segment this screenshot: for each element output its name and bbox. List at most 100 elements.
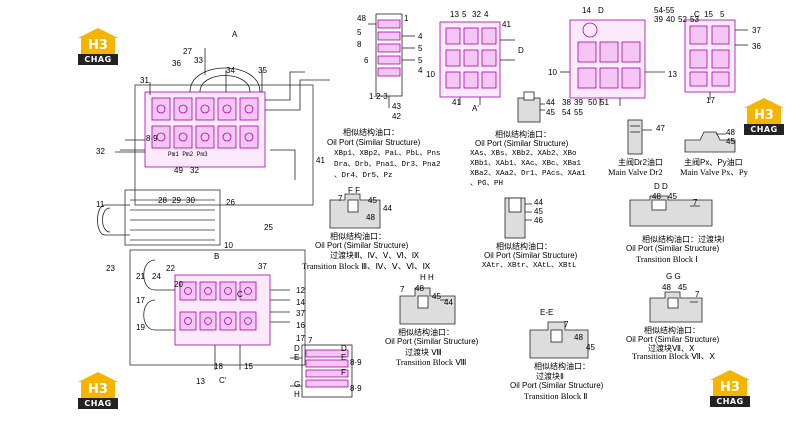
callout: 10 (224, 241, 233, 250)
logo-mark: H3 (713, 380, 747, 396)
section-title-ee: E-E (540, 308, 554, 317)
callout: 7 (338, 194, 343, 203)
main-valve-px-py-cn: 主阀Px、Py油口 (684, 158, 743, 167)
callout: 4 (418, 32, 423, 41)
similar-structure-label-cn: 相似结构油口：过渡块Ⅰ (642, 235, 725, 244)
callout: 48 (415, 284, 424, 293)
callout: 37 (296, 309, 305, 318)
similar-structure-label-en: Oil Port (Similar Structure) (626, 244, 720, 253)
callout: 26 (226, 198, 235, 207)
brand-logo-bottom-right: H3 CHAG (710, 370, 750, 408)
callout: 13 (196, 377, 205, 386)
transition-block-en: Transition Block Ⅷ (396, 357, 467, 367)
view-label-c: C (237, 290, 243, 299)
section-label-f: F (341, 368, 346, 377)
callout: 48 (366, 213, 375, 222)
similar-structure-label-cn: 相似结构油口： (343, 128, 399, 137)
callout: 49 (174, 166, 183, 175)
callout: 30 (186, 196, 195, 205)
callout: 8·9 (146, 134, 158, 143)
section-label-e: E (294, 353, 300, 362)
section-gg-sketch (649, 291, 703, 323)
section-label-g: G (294, 380, 301, 389)
transition-block-en: Transition Block Ⅱ (524, 391, 588, 401)
callout: 24 (152, 272, 161, 281)
callout: 5 (462, 10, 467, 19)
transition-block-list-cn: 过渡块Ⅲ、Ⅳ、Ⅴ、Ⅵ、Ⅸ (330, 251, 420, 260)
similar-structure-label-cn: 相似结构油口： (398, 328, 454, 337)
similar-structure-label-en: Oil Port (Similar Structure) (484, 251, 578, 260)
callout: 22 (166, 264, 175, 273)
view-label-c-prime: C' (219, 376, 227, 385)
logo-text: CHAG (710, 396, 750, 407)
callout: 28 (158, 196, 167, 205)
callout: 5 (720, 10, 725, 19)
callout: 45 (586, 343, 595, 352)
callout: 39 (654, 15, 663, 24)
callout: 44 (546, 98, 555, 107)
section-44-45-sketch (517, 91, 545, 123)
callout: 11 (96, 200, 105, 209)
callout: 1·2·3 (369, 92, 388, 101)
callout: 15 (244, 362, 253, 371)
transition-block-en: Transition Block Ⅰ (636, 254, 698, 264)
brand-logo-bottom-left: H3 CHAG (78, 372, 118, 410)
logo-text: CHAG (744, 124, 784, 135)
callout: 5 (418, 44, 423, 53)
callout: 7 (308, 336, 313, 345)
callout: 4 (484, 10, 489, 19)
callout: 45 (668, 192, 677, 201)
callout: 53 (690, 15, 699, 24)
side-transition-stack (290, 344, 353, 398)
callout: 7 (695, 290, 700, 299)
section-label-d: D (518, 46, 524, 55)
callout: 36 (172, 59, 181, 68)
callout: 15 (704, 10, 713, 19)
callout: 32 (96, 147, 105, 156)
callout: 27 (183, 47, 192, 56)
logo-text: CHAG (78, 54, 118, 65)
callout: 45 (726, 137, 735, 146)
main-valve-dr2-cn: 主阀Dr2油口 (618, 158, 663, 167)
callout: 18 (214, 362, 223, 371)
callout: 5 (418, 56, 423, 65)
callout: 10 (426, 70, 435, 79)
similar-structure-label-en: Oil Port (Similar Structure) (626, 335, 720, 344)
view-label-a-prime: A' (472, 104, 479, 113)
main-valve-dr2-en: Main Valve Dr2 (608, 167, 663, 177)
similar-structure-label-en: Oil Port (Similar Structure) (510, 381, 604, 390)
callout: 54 (562, 108, 571, 117)
port-list-line: XBp1、XBp2、PaL、PbL、Pns (334, 150, 441, 158)
section-label-e: E (341, 353, 347, 362)
similar-structure-label-en: Oil Port (Similar Structure) (475, 139, 569, 148)
callout: 36 (752, 42, 761, 51)
section-title-dd: D D (654, 182, 668, 191)
callout: 44 (534, 198, 543, 207)
callout: 40 (666, 15, 675, 24)
callout: 5 (357, 28, 362, 37)
callout: 48 (652, 192, 661, 201)
similar-structure-label-en: Oil Port (Similar Structure) (385, 337, 479, 346)
similar-structure-label-cn: 相似结构油口： (330, 232, 386, 241)
transition-block-cn: 过渡块Ⅱ (536, 372, 564, 381)
similar-structure-label-cn: 相似结构油口： (534, 362, 590, 371)
callout: 54-55 (654, 6, 675, 15)
callout: 34 (226, 66, 235, 75)
callout: 39 (574, 98, 583, 107)
callout: 33 (194, 56, 203, 65)
callout: 45 (678, 283, 687, 292)
brand-logo-top-left: H3 CHAG (78, 28, 118, 66)
logo-mark: H3 (747, 108, 781, 124)
callout: 44 (383, 204, 392, 213)
tower-stack-drawing (368, 13, 415, 108)
port-list-line: 、Dr4、Dr5、Pz (334, 172, 393, 180)
callout: 4 (418, 66, 423, 75)
section-ff-sketch (329, 193, 381, 229)
callout: 45 (368, 196, 377, 205)
callout: 7 (400, 285, 405, 294)
callout: 45 (534, 207, 543, 216)
view-a-drawing (439, 21, 515, 105)
section-47-sketch (627, 119, 652, 155)
callout: 23 (106, 264, 115, 273)
callout: 12 (296, 286, 305, 295)
